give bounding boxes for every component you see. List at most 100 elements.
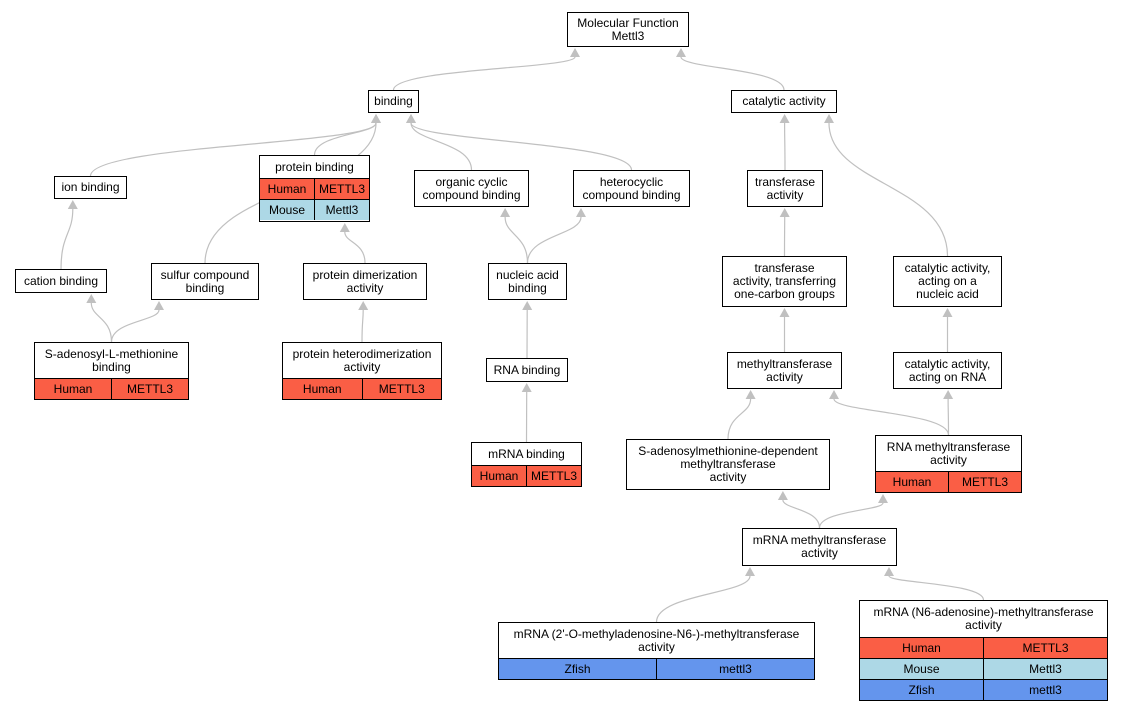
edge-arrowhead xyxy=(676,48,686,57)
edge-arrowhead xyxy=(371,114,381,123)
edge-arrowhead xyxy=(67,200,78,209)
node-methyltransferase-activity[interactable]: methyltransferase activity xyxy=(727,352,842,389)
edge-cation-to-ion xyxy=(60,208,74,270)
node-rna-binding[interactable]: RNA binding xyxy=(486,358,568,382)
node-label: S-adenosyl-L-methionine binding xyxy=(44,346,179,374)
node-protein-heterodimerization-activity[interactable]: protein heterodimerization activity Huma… xyxy=(282,342,442,400)
node-mrna-n6-adenosine-methyltransferase[interactable]: mRNA (N6-adenosine)-methyltransferase ac… xyxy=(859,600,1108,701)
node-label: RNA methyltransferase activity xyxy=(886,439,1011,467)
edge-o2-to-mrnamethyl xyxy=(655,575,751,623)
species-cell: Human xyxy=(902,641,941,655)
species-cell: Human xyxy=(53,382,93,396)
node-label: S-adenosylmethionine-dependent methyltra… xyxy=(638,444,818,484)
gene-cell: Mettl3 xyxy=(314,200,369,220)
node-nucleic-acid-binding[interactable]: nucleic acid binding xyxy=(488,263,567,300)
node-label: heterocyclic compound binding xyxy=(582,174,681,202)
node-mrna-methyltransferase-activity[interactable]: mRNA methyltransferase activity xyxy=(742,528,897,566)
node-label: mRNA binding xyxy=(488,446,565,461)
edge-arrowhead xyxy=(576,208,586,217)
edge-binding-to-mf xyxy=(392,56,576,91)
node-mrna-2-o-methyladenosine-methyltransferase[interactable]: mRNA (2'-O-methyladenosine-N6-)-methyltr… xyxy=(498,622,815,680)
species-row-human: Human METTL3 xyxy=(283,378,441,399)
node-sam-dependent-methyltransferase[interactable]: S-adenosylmethionine-dependent methyltra… xyxy=(626,439,830,490)
node-sulfur-compound-binding[interactable]: sulfur compound binding xyxy=(151,263,259,300)
gene-cell: METTL3 xyxy=(361,379,442,399)
edge-arrowhead xyxy=(824,114,834,123)
edge-arrowhead xyxy=(521,383,532,392)
edge-nucleic-to-hetero xyxy=(526,216,582,264)
node-label: ion binding xyxy=(61,180,120,194)
species-cell: Zfish xyxy=(908,683,935,697)
edge-protein-to-binding xyxy=(313,122,377,156)
node-catalytic-on-rna[interactable]: catalytic activity, acting on RNA xyxy=(893,352,1002,389)
node-molecular-function[interactable]: Molecular Function Mettl3 xyxy=(567,12,689,47)
node-label: mRNA (N6-adenosine)-methyltransferase ac… xyxy=(873,605,1094,632)
edge-n6-to-mrnamethyl xyxy=(888,575,985,601)
edge-arrowhead xyxy=(86,294,97,303)
node-catalytic-activity[interactable]: catalytic activity xyxy=(731,90,837,113)
edge-arrowhead xyxy=(745,567,755,576)
node-heterocyclic-compound-binding[interactable]: heterocyclic compound binding xyxy=(573,170,690,207)
gene-cell: METTL3 xyxy=(314,179,369,199)
species-cell: Human xyxy=(892,475,932,489)
node-rna-methyltransferase-activity[interactable]: RNA methyltransferase activity Human METT… xyxy=(875,435,1022,493)
edge-samdep-to-methyl xyxy=(727,398,752,440)
edge-catnuc-to-catalytic xyxy=(828,122,949,257)
edge-arrowhead xyxy=(829,390,839,399)
species-row-mouse: Mouse Mettl3 xyxy=(260,199,369,220)
edge-arrowhead xyxy=(884,567,894,576)
edge-arrowhead xyxy=(522,301,533,310)
node-label: transferase activity xyxy=(754,174,816,202)
edge-dimer-to-protein xyxy=(344,231,366,264)
node-label: cation binding xyxy=(23,273,99,288)
species-row-human: Human METTL3 xyxy=(876,471,1021,492)
edge-arrowhead xyxy=(745,390,756,399)
node-catalytic-on-nucleic-acid[interactable]: catalytic activity, acting on a nucleic … xyxy=(893,256,1002,307)
edge-arrowhead xyxy=(358,301,369,310)
edge-nucleic-to-organic xyxy=(504,216,529,264)
node-transferase-activity[interactable]: transferase activity xyxy=(747,170,823,207)
species-row-zfish: Zfish mettl3 xyxy=(860,679,1107,700)
edge-mrnamethyl-to-samdep xyxy=(782,499,821,529)
node-label: mRNA (2'-O-methyladenosine-N6-)-methyltr… xyxy=(513,626,800,654)
edge-arrowhead xyxy=(570,48,580,57)
edge-arrowhead xyxy=(878,494,888,503)
node-organic-cyclic-compound-binding[interactable]: organic cyclic compound binding xyxy=(414,170,529,207)
node-binding[interactable]: binding xyxy=(368,90,419,113)
edge-arrowhead xyxy=(777,491,788,500)
node-label: mRNA methyltransferase activity xyxy=(752,533,887,560)
edge-arrowhead xyxy=(339,223,350,232)
node-ion-binding[interactable]: ion binding xyxy=(54,176,127,199)
gene-cell: Mettl3 xyxy=(983,659,1107,679)
gene-cell: mettl3 xyxy=(656,659,814,679)
node-label: methyltransferase activity xyxy=(736,356,833,384)
species-cell: Human xyxy=(302,382,342,396)
edge-arrowhead xyxy=(943,390,954,399)
edge-organic-to-binding xyxy=(410,122,473,171)
node-protein-dimerization-activity[interactable]: protein dimerization activity xyxy=(303,263,427,300)
gene-cell: METTL3 xyxy=(948,472,1021,492)
edge-arrowhead xyxy=(500,208,511,217)
edge-rnamethyl-to-methyl xyxy=(833,398,950,436)
node-label: organic cyclic compound binding xyxy=(422,174,521,202)
node-label: protein dimerization activity xyxy=(312,267,418,295)
gene-cell: mettl3 xyxy=(983,680,1107,700)
gene-cell: METTL3 xyxy=(983,638,1107,658)
species-cell: Mouse xyxy=(268,203,306,217)
node-cation-binding[interactable]: cation binding xyxy=(15,269,107,293)
node-one-carbon-transferase-activity[interactable]: transferase activity, transferring one-c… xyxy=(722,256,847,307)
species-cell: Human xyxy=(479,469,519,483)
edge-sam-to-cation xyxy=(90,302,113,343)
edge-hetero-to-binding xyxy=(410,122,633,171)
node-label: binding xyxy=(374,94,413,108)
node-label: RNA binding xyxy=(493,362,561,377)
species-cell: Mouse xyxy=(903,662,940,676)
edge-hetdimer-to-dimer xyxy=(361,309,364,343)
